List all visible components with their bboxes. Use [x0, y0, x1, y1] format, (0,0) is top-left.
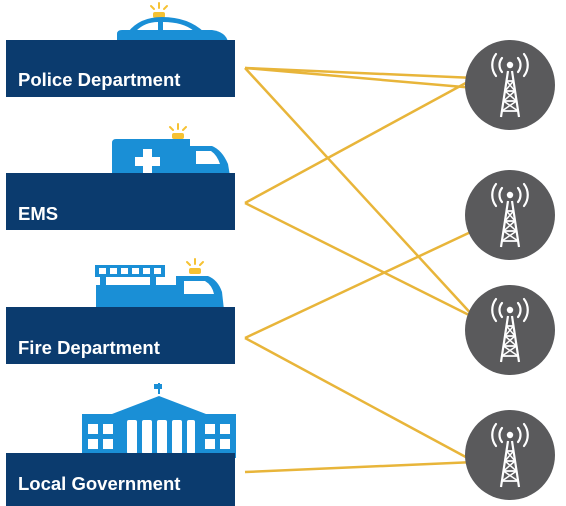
agency-label: EMS [18, 203, 58, 224]
tower-1 [465, 40, 555, 130]
connection-line-police-tower-3 [244, 67, 476, 319]
agency-ems: EMS [6, 123, 235, 230]
tower-4 [465, 410, 555, 500]
agency-government: Local Government [6, 383, 236, 506]
agency-police: Police Department [6, 2, 235, 97]
connection-lines [244, 66, 476, 474]
agency-label: Local Government [18, 473, 180, 494]
connection-line-fire-tower-2 [244, 228, 476, 340]
connection-line-fire-tower-4 [244, 336, 476, 464]
connection-line-ems-tower-1 [244, 76, 476, 205]
connection-line-police-tower-1 [244, 66, 476, 80]
government-building-icon [82, 383, 236, 458]
tower-3 [465, 285, 555, 375]
agency-label-bg [6, 453, 235, 506]
connection-line-police-tower-1-secondary [244, 66, 476, 90]
agency-label-bg [6, 40, 235, 97]
agency-label-bg [6, 173, 235, 230]
connection-line-government-tower-4 [244, 460, 476, 474]
tower-2 [465, 170, 555, 260]
agency-fire: Fire Department [6, 258, 235, 364]
agency-label: Fire Department [18, 337, 160, 358]
agency-label-bg [6, 307, 235, 364]
agency-label: Police Department [18, 69, 180, 90]
connection-line-ems-tower-3 [244, 201, 476, 320]
